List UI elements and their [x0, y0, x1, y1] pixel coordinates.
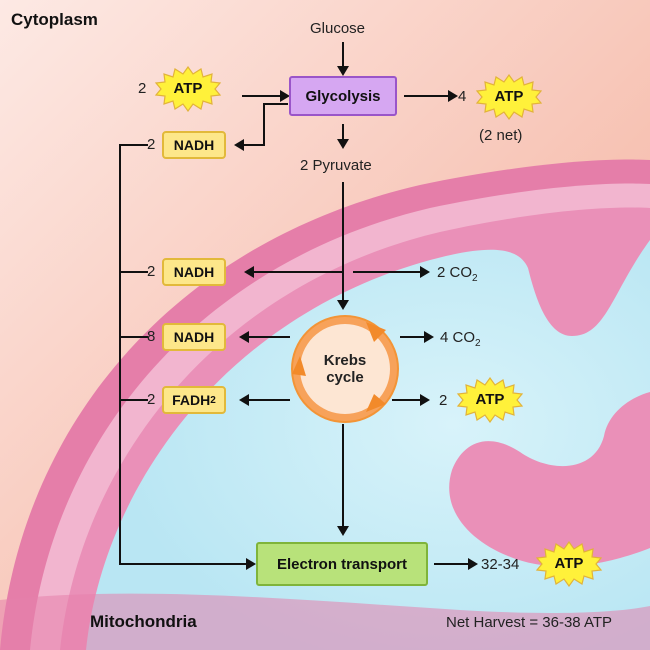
atp-input-star: ATP [153, 65, 223, 113]
fadh-subscript: 2 [210, 394, 216, 406]
krebs-line1: Krebs [323, 352, 367, 369]
glucose-label: Glucose [310, 20, 366, 37]
net-harvest-label: Net Harvest = 36-38 ATP [446, 614, 613, 631]
outer-membrane-bottom [0, 593, 650, 650]
glycolysis-atp-out-count: 4 [458, 88, 467, 105]
krebs-cycle-label: Krebs cycle [298, 322, 392, 416]
prekrebs-nadh-count: 2 [147, 263, 156, 280]
nadh-tag-glycolysis: NADH [162, 131, 226, 159]
glycolysis-atp-in-count: 2 [138, 80, 147, 97]
atp-label: ATP [554, 555, 584, 572]
pyruvate-label: 2 Pyruvate [300, 157, 372, 174]
co2-krebs-label: 4 CO2 [440, 329, 481, 349]
glycolysis-box: Glycolysis [289, 76, 397, 116]
co2-subscript: 2 [475, 338, 481, 349]
nadh-tag-prekrebs: NADH [162, 258, 226, 286]
mitochondria-label: Mitochondria [90, 612, 197, 631]
krebs-atp-count: 2 [439, 392, 448, 409]
star-burst-icon [475, 73, 543, 121]
atp-electron-star: ATP [534, 540, 604, 588]
pathway-lines [119, 42, 468, 565]
co2-prekrebs-text: 2 CO [437, 264, 473, 281]
krebs-nadh-count: 8 [147, 328, 156, 345]
electron-atp-count: 32-34 [481, 556, 520, 573]
krebs-line2: cycle [326, 369, 364, 386]
nadh-tag-krebs: NADH [162, 323, 226, 351]
atp-label: ATP [173, 80, 203, 97]
co2-subscript: 2 [472, 273, 478, 284]
arrowheads [234, 66, 478, 570]
co2-krebs-text: 4 CO [440, 329, 476, 346]
krebs-cycle-arrows [292, 322, 386, 412]
fadh-label: FADH [172, 392, 211, 408]
atp-net-label: (2 net) [479, 127, 523, 144]
krebs-fadh2-count: 2 [147, 391, 156, 408]
atp-krebs-star: ATP [455, 376, 525, 424]
cytoplasm-label: Cytoplasm [11, 10, 98, 29]
co2-prekrebs-label: 2 CO2 [437, 264, 478, 284]
star-burst-icon [535, 540, 603, 588]
matrix [86, 240, 650, 650]
electron-transport-box: Electron transport [256, 542, 428, 586]
star-burst-icon [456, 376, 524, 424]
glycolysis-nadh-count: 2 [147, 136, 156, 153]
krebs-ring-inner [300, 324, 390, 414]
atp-label: ATP [494, 88, 524, 105]
star-burst-icon [154, 65, 222, 113]
atp-output-star: ATP [474, 73, 544, 121]
atp-label: ATP [475, 391, 505, 408]
